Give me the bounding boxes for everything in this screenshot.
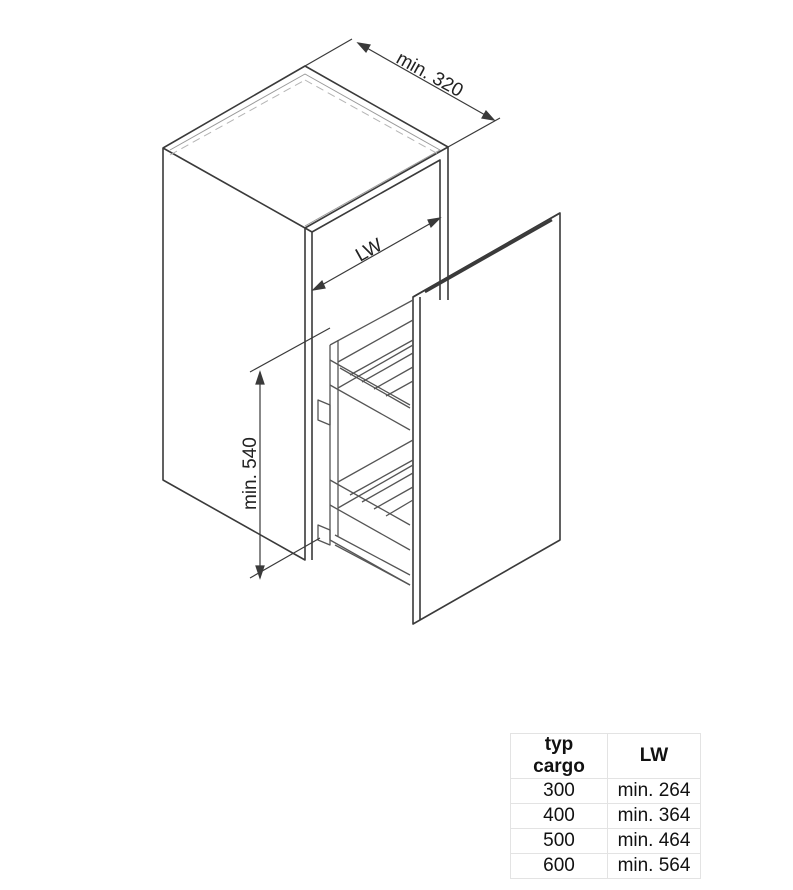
table-row: 600 min. 564: [510, 853, 701, 879]
cell-type: 300: [510, 778, 608, 804]
table-row: 400 min. 364: [510, 803, 701, 829]
header-lw: LW: [607, 733, 701, 779]
cabinet-top: [162, 65, 449, 229]
width-dimension-line: [312, 217, 441, 291]
cell-lw: min. 564: [607, 853, 701, 879]
cell-type: 600: [510, 853, 608, 879]
depth-label: min. 320: [393, 48, 467, 102]
header-typ-cargo: typ cargo: [510, 733, 608, 779]
cabinet-door: [412, 212, 561, 625]
cell-lw: min. 264: [607, 778, 701, 804]
width-label: LW: [352, 235, 386, 267]
cabinet-side-panel: [162, 147, 306, 561]
cell-lw: min. 364: [607, 803, 701, 829]
pull-out-basket: [317, 299, 414, 586]
size-table: typ cargo LW 300 min. 264 400 min. 364 5…: [510, 733, 701, 879]
table-header-row: typ cargo LW: [510, 733, 701, 779]
cell-type: 400: [510, 803, 608, 829]
cell-lw: min. 464: [607, 828, 701, 854]
cell-type: 500: [510, 828, 608, 854]
table-row: 500 min. 464: [510, 828, 701, 854]
table-row: 300 min. 264: [510, 778, 701, 804]
depth-dimension-line: [304, 38, 501, 148]
height-label: min. 540: [240, 437, 261, 510]
